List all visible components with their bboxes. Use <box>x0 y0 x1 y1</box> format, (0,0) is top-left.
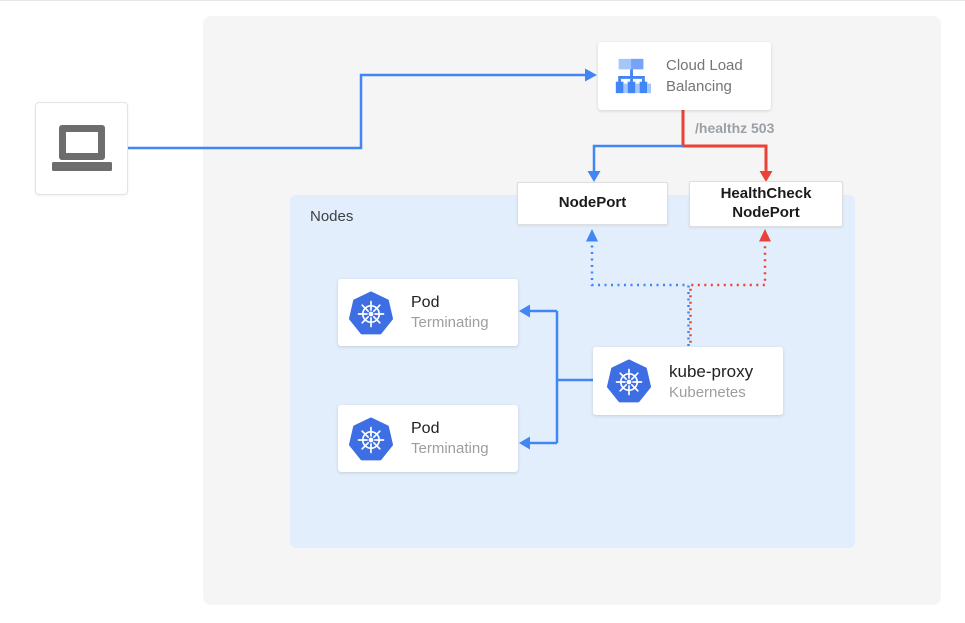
kube-proxy-subtitle: Kubernetes <box>669 383 746 401</box>
cloud-load-balancing-label: Cloud Load Balancing <box>666 57 743 95</box>
nodes-group-label: Nodes <box>310 208 354 225</box>
healthz-status-label: /healthz 503 <box>695 120 775 136</box>
pod-title: Pod <box>411 420 440 437</box>
laptop-icon <box>50 122 114 176</box>
pod-title: Pod <box>411 294 440 311</box>
kubernetes-icon <box>349 417 393 461</box>
pod-labels: Pod Terminating <box>411 420 489 457</box>
pod-status: Terminating <box>411 440 489 457</box>
kube-proxy-title: kube-proxy <box>669 361 754 381</box>
pod-labels: Pod Terminating <box>411 294 489 331</box>
healthcheck-nodeport-node: HealthCheck NodePort <box>689 181 843 227</box>
kube-proxy-labels: kube-proxy Kubernetes <box>669 362 753 401</box>
top-divider <box>0 0 965 1</box>
kube-proxy-node: kube-proxy Kubernetes <box>593 347 783 415</box>
kubernetes-icon <box>349 291 393 335</box>
client-node <box>35 102 128 195</box>
load-balancer-icon <box>612 57 652 95</box>
pod-status: Terminating <box>411 314 489 331</box>
cloud-load-balancing-node: Cloud Load Balancing <box>598 42 771 110</box>
nodeport-node: NodePort <box>517 182 668 225</box>
kubernetes-icon <box>607 359 651 403</box>
pod-node: Pod Terminating <box>338 279 518 346</box>
pod-node: Pod Terminating <box>338 405 518 472</box>
